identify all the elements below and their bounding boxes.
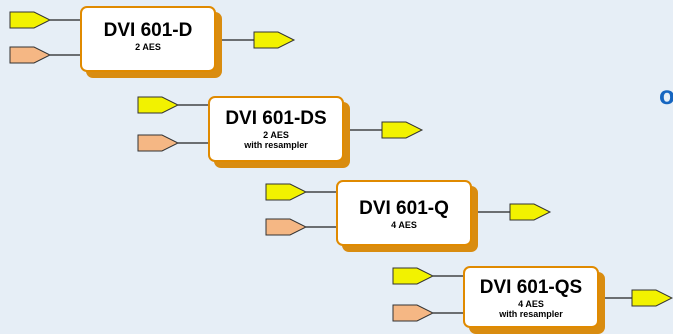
module-subtitle-2: with resampler <box>244 140 308 150</box>
input-connector-yellow-icon <box>392 267 435 285</box>
input-connector-peach-icon <box>9 46 52 64</box>
input-connector-yellow-icon <box>265 183 308 201</box>
module-title: DVI 601-Q <box>359 198 449 219</box>
input-connector-peach-icon <box>137 134 180 152</box>
input-connector-peach-icon <box>392 304 435 322</box>
output-connector-yellow-icon <box>381 121 424 139</box>
module-box-dvi-601-q[interactable]: DVI 601-Q 4 AES <box>336 180 472 246</box>
partial-heading-text: o <box>659 80 673 110</box>
module-subtitle: 4 AES <box>391 220 417 230</box>
module-subtitle: 2 AES <box>135 42 161 52</box>
module-subtitle-2: with resampler <box>499 309 563 319</box>
module-box-dvi-601-d[interactable]: DVI 601-D 2 AES <box>80 6 216 72</box>
output-connector-yellow-icon <box>509 203 552 221</box>
input-connector-yellow-icon <box>137 96 180 114</box>
module-box-dvi-601-ds[interactable]: DVI 601-DS 2 AES with resampler <box>208 96 344 162</box>
module-title: DVI 601-D <box>103 20 193 41</box>
module-subtitle: 4 AES <box>518 299 544 309</box>
module-box-dvi-601-qs[interactable]: DVI 601-QS 4 AES with resampler <box>463 266 599 328</box>
output-connector-yellow-icon <box>631 289 673 307</box>
module-title: DVI 601-QS <box>479 277 583 298</box>
module-title: DVI 601-DS <box>225 108 327 129</box>
input-connector-yellow-icon <box>9 11 52 29</box>
input-connector-peach-icon <box>265 218 308 236</box>
output-connector-yellow-icon <box>253 31 296 49</box>
module-subtitle: 2 AES <box>263 130 289 140</box>
